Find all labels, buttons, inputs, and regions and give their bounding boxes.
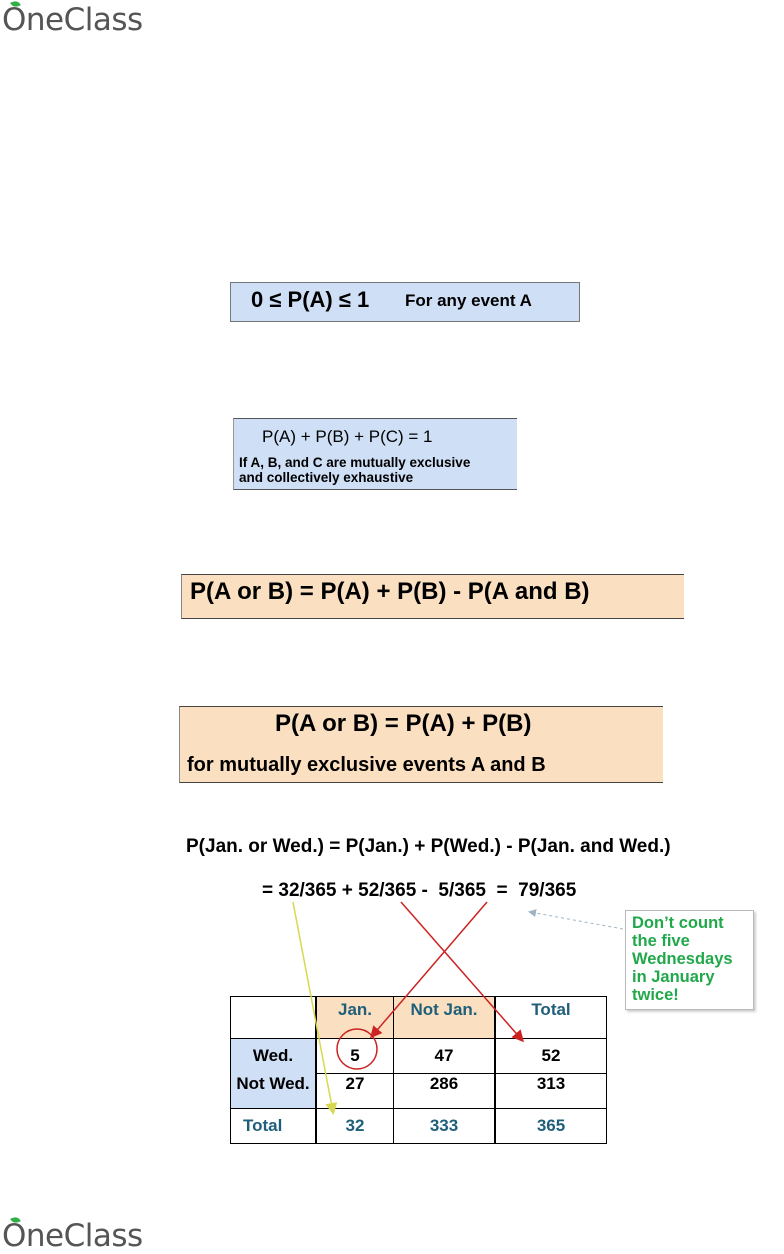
table-cell: 5 — [315, 1038, 394, 1074]
exclusive-addition-note: for mutually exclusive events A and B — [187, 754, 546, 776]
table-header-row: Jan. Not Jan. Total — [230, 996, 607, 1039]
row-label: Not Wed. — [230, 1073, 317, 1109]
table-cell: 52 — [494, 1038, 607, 1074]
sum-note-line1: If A, B, and C are mutually exclusive — [239, 455, 471, 470]
callout-line: twice! — [632, 986, 679, 1004]
exclusive-addition-box: P(A or B) = P(A) + P(B) for mutually exc… — [179, 706, 663, 783]
general-addition-formula: P(A or B) = P(A) + P(B) - P(A and B) — [190, 578, 590, 605]
table-cell: 27 — [315, 1073, 394, 1109]
range-formula: 0 ≤ P(A) ≤ 1 — [251, 287, 370, 312]
arrow-from-callout — [528, 909, 624, 930]
table-header-cell: Total — [494, 996, 607, 1039]
callout-line: Don’t count — [632, 914, 724, 932]
logo-text: OneClass — [2, 1218, 143, 1254]
range-rule-box: 0 ≤ P(A) ≤ 1 For any event A — [230, 282, 580, 322]
table-row: Not Wed. 27 286 313 — [230, 1073, 607, 1109]
logo-top: OneClass — [2, 0, 143, 38]
row-label: Total — [230, 1108, 317, 1144]
table-cell: 333 — [393, 1108, 496, 1144]
callout-line: in January — [632, 968, 715, 986]
sum-note-line2: and collectively exhaustive — [239, 470, 414, 485]
callout-box: Don’t count the five Wednesdays in Janua… — [625, 910, 754, 1010]
table-total-row: Total 32 333 365 — [230, 1108, 607, 1144]
table-cell: 286 — [393, 1073, 496, 1109]
table-row: Wed. 5 47 52 — [230, 1038, 607, 1074]
general-addition-box: P(A or B) = P(A) + P(B) - P(A and B) — [181, 574, 684, 619]
range-note: For any event A — [405, 291, 532, 310]
logo-text: OneClass — [2, 2, 143, 38]
callout-line: Wednesdays — [632, 950, 733, 968]
table-cell: 47 — [393, 1038, 496, 1074]
table-cell: 313 — [494, 1073, 607, 1109]
table-cell: 365 — [494, 1108, 607, 1144]
row-label: Wed. — [230, 1038, 317, 1074]
table-header-cell: Jan. — [315, 996, 394, 1039]
logo-bottom: OneClass — [2, 1215, 143, 1254]
sum-formula: P(A) + P(B) + P(C) = 1 — [262, 427, 433, 446]
callout-line: the five — [632, 932, 690, 950]
sum-rule-box: P(A) + P(B) + P(C) = 1 If A, B, and C ar… — [233, 418, 517, 490]
table-cell: 32 — [315, 1108, 394, 1144]
example-calculation: = 32/365 + 52/365 - 5/365 = 79/365 — [262, 880, 577, 901]
table-header-cell: Not Jan. — [393, 996, 496, 1039]
example-equation: P(Jan. or Wed.) = P(Jan.) + P(Wed.) - P(… — [186, 836, 671, 857]
table-corner-cell — [230, 996, 317, 1039]
exclusive-addition-formula: P(A or B) = P(A) + P(B) — [275, 710, 532, 737]
contingency-table: Jan. Not Jan. Total Wed. 5 47 52 Not Wed… — [230, 996, 607, 1144]
